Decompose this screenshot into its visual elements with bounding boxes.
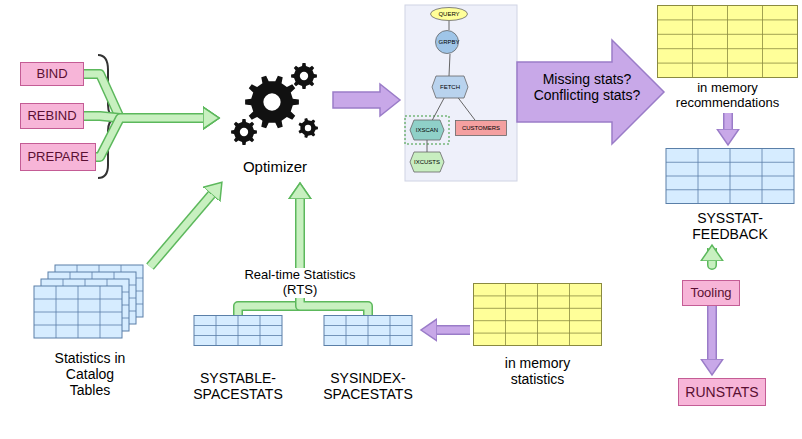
gear-icon xyxy=(222,60,328,156)
plan-operator: GRPBY xyxy=(435,30,463,54)
gear-symbol xyxy=(298,118,317,138)
flow-arrow xyxy=(712,248,713,265)
plan-link xyxy=(432,98,444,120)
operator-name: FETCH xyxy=(440,84,460,91)
command-box: PREPARE xyxy=(20,143,96,171)
node-text: PREPARE xyxy=(27,150,88,165)
block-arrow xyxy=(333,84,400,116)
node-text: Statistics in Catalog Tables xyxy=(50,350,130,398)
command-box: BIND xyxy=(20,62,84,86)
utility-box: RUNSTATS xyxy=(678,378,766,406)
table-grid xyxy=(666,149,794,204)
optimizer-icon: Optimizer xyxy=(222,60,328,180)
table-icon xyxy=(188,315,288,370)
memory-table: in memory recommendations xyxy=(655,5,800,113)
tool-box: Tooling xyxy=(682,280,740,306)
memory-table: in memory statistics xyxy=(470,283,605,393)
table-grid xyxy=(324,316,412,346)
operator-name: IXCUSTS xyxy=(414,159,440,166)
catalog-table: SYSSTAT-FEEDBACK xyxy=(665,148,795,248)
flow-arrow xyxy=(96,118,203,157)
operator-name: QUERY xyxy=(438,11,459,18)
selection-frame xyxy=(405,116,449,144)
gear-symbol xyxy=(291,63,317,89)
plan-link xyxy=(427,140,428,152)
flow-arrow xyxy=(150,194,212,266)
flow-arrow xyxy=(728,113,729,129)
plan-operator: IXCUSTS xyxy=(410,152,444,172)
table-icon xyxy=(665,148,795,210)
table-grid xyxy=(194,316,282,346)
table-icon xyxy=(470,283,605,355)
plan-panel xyxy=(405,5,517,181)
command-box: REBIND xyxy=(20,103,84,129)
node-text: SYSINDEX-SPACESTATS xyxy=(318,370,418,402)
table-icon xyxy=(318,315,418,370)
table-grid xyxy=(658,6,798,78)
catalog-tables: Statistics in Catalog Tables xyxy=(30,262,150,412)
gear-symbol xyxy=(245,76,299,129)
table-icon xyxy=(30,262,150,350)
rts-table: SYSINDEX-SPACESTATS xyxy=(318,315,418,407)
node-text: in memory recommendations xyxy=(663,81,793,111)
gear-symbol xyxy=(231,119,257,145)
block-arrow xyxy=(517,40,664,144)
plan-link xyxy=(449,21,450,30)
arrow-label: Missing stats? Conflicting stats? xyxy=(522,71,652,103)
flow-arrow xyxy=(712,306,713,359)
node-text: RUNSTATS xyxy=(685,384,758,400)
node-text: REBIND xyxy=(27,109,76,124)
table-grid xyxy=(34,286,122,338)
operator-name: GRPBY xyxy=(438,39,459,46)
plan-link xyxy=(449,54,450,76)
node-text: BIND xyxy=(36,67,67,82)
rts-table: SYSTABLE-SPACESTATS xyxy=(188,315,288,407)
node-text: SYSSTAT-FEEDBACK xyxy=(675,210,785,242)
node-text: in memory statistics xyxy=(488,355,588,387)
node-text: Optimizer xyxy=(222,158,328,175)
node-text: SYSTABLE-SPACESTATS xyxy=(188,370,288,402)
flow-arrow xyxy=(437,330,470,331)
group-label: Real-time Statistics (RTS) xyxy=(230,268,370,298)
plan-link xyxy=(458,98,475,120)
operator-name: CUSTOMERS xyxy=(462,125,500,132)
node-text: Tooling xyxy=(690,286,731,301)
plan-operator: IXSCAN xyxy=(410,120,444,140)
flow-arrow xyxy=(84,74,203,118)
table-grid xyxy=(474,284,602,346)
plan-operator: QUERY xyxy=(430,7,468,21)
plan-table: CUSTOMERS xyxy=(455,120,507,136)
plan-operator: FETCH xyxy=(432,76,468,98)
table-icon xyxy=(655,5,800,81)
operator-name: IXSCAN xyxy=(416,127,438,134)
